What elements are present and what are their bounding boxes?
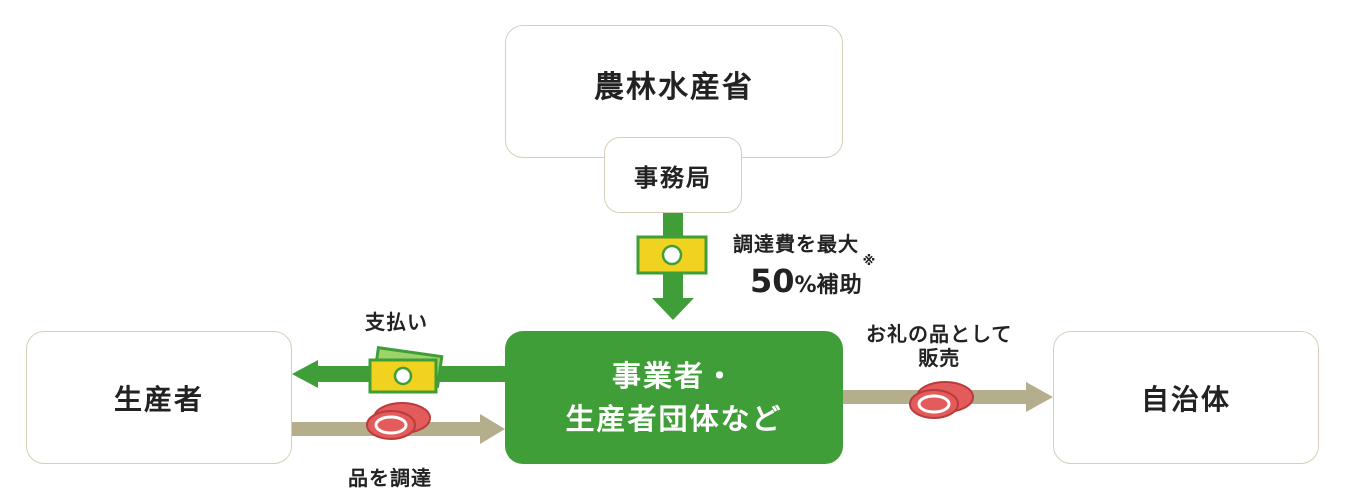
- business-line2: 生産者団体など: [565, 401, 783, 436]
- procure-label: 品を調達: [348, 466, 432, 490]
- subsidy-label: 調達費を最大: [733, 232, 859, 256]
- subsidy-word: 補助: [816, 273, 863, 298]
- sell-label-line1: お礼の品として: [866, 322, 1013, 346]
- local-government-node: 自治体: [1053, 331, 1319, 464]
- payment-label: 支払い: [365, 310, 428, 334]
- secretariat-node: 事務局: [604, 137, 742, 213]
- sell-label: お礼の品として 販売: [866, 322, 1012, 370]
- sell-label-line2: 販売: [918, 346, 961, 370]
- subsidy-percent: %: [794, 273, 817, 298]
- business-line1: 事業者・: [611, 359, 736, 394]
- meat-icon: [909, 381, 974, 419]
- subsidy-note-mark: ※: [862, 254, 876, 269]
- producer-node: 生産者: [26, 331, 292, 464]
- cash-icon: [636, 235, 708, 275]
- meat-icon: [366, 402, 431, 440]
- business-node: 事業者・ 生産者団体など: [505, 331, 843, 464]
- cash-icon: [368, 345, 444, 394]
- subsidy-rate-label: 50%補助 ※: [750, 254, 875, 300]
- subsidy-value: 50: [750, 262, 795, 300]
